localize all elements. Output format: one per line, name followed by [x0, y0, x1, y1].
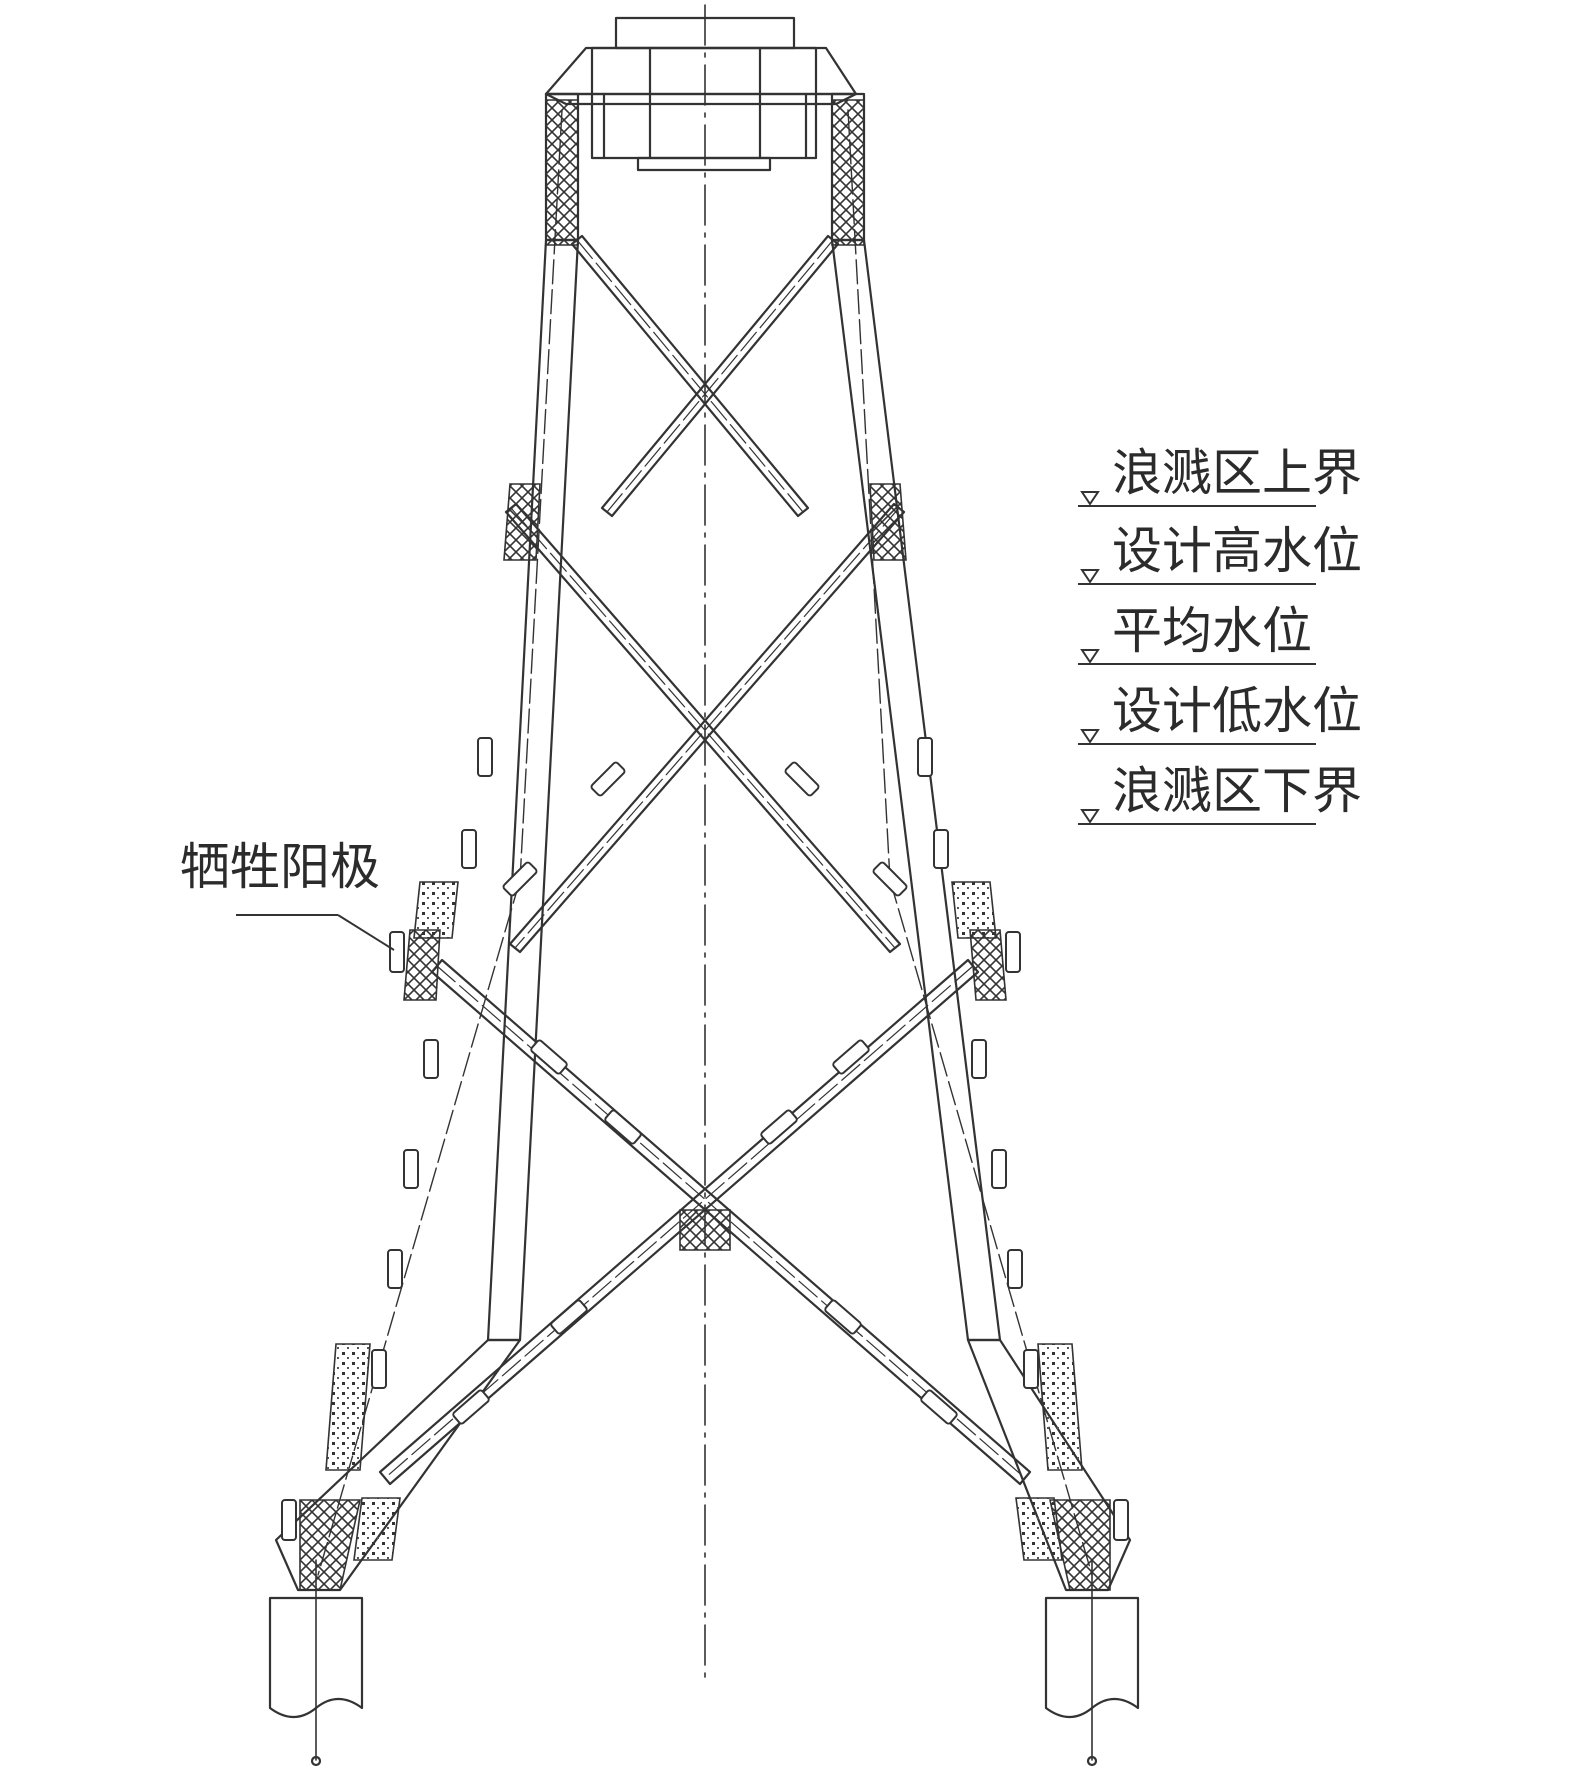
water-level-label-design-high: 设计高水位	[1112, 522, 1362, 580]
water-level-marker-4	[1078, 729, 1316, 745]
dotted-zones	[325, 881, 1083, 1561]
water-level-label-design-low: 设计低水位	[1112, 682, 1362, 740]
water-level-label-splash-upper: 浪溅区上界	[1112, 444, 1362, 502]
anode-leader	[236, 914, 395, 951]
water-level-marker-5	[1078, 809, 1316, 825]
water-level-marker-2	[1078, 569, 1316, 585]
water-level-markers	[1078, 491, 1316, 825]
top-cap	[544, 16, 858, 172]
water-level-marker-1	[1078, 491, 1316, 507]
sacrificial-anodes	[281, 737, 1129, 1541]
water-level-marker-3	[1078, 649, 1316, 665]
anode-callout-label: 牺牲阳极	[180, 838, 380, 896]
hatched-joints	[299, 99, 1111, 1591]
water-level-label-mean: 平均水位	[1112, 602, 1312, 660]
water-level-label-splash-lower: 浪溅区下界	[1112, 762, 1362, 820]
